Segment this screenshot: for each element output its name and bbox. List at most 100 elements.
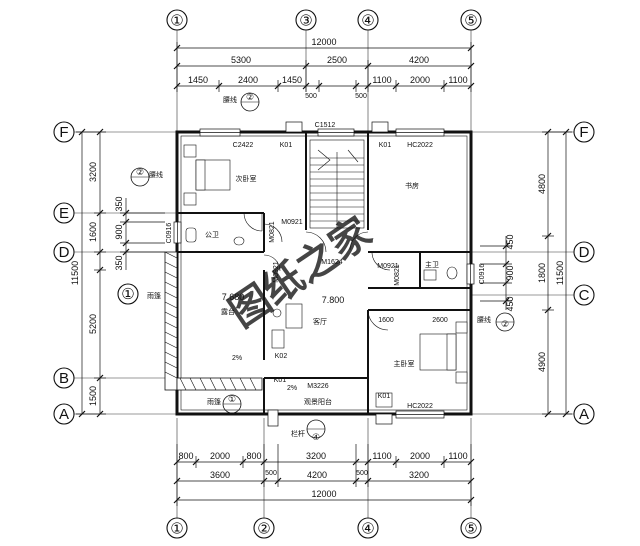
window-c0916: C0916 xyxy=(479,264,486,285)
detail-mark: ① xyxy=(228,394,236,404)
dim-bottom: 3200 xyxy=(306,451,326,461)
dim-top: 500 xyxy=(305,93,317,100)
plan-labels: C1512 C2422 HC2022 HC2022 K01 K01 K01 K0… xyxy=(147,95,491,438)
dim-left: 1600 xyxy=(88,222,98,242)
window-hc2022: HC2022 xyxy=(407,142,433,149)
door-m0921: M0921 xyxy=(377,263,399,270)
dim-left: 3200 xyxy=(88,162,98,182)
dim-bottom: 2000 xyxy=(210,451,230,461)
windows xyxy=(173,121,475,427)
dim-bottom: 2000 xyxy=(410,451,430,461)
top-dimensions: 12000 5300 2500 4200 1450 2400 1450 500 … xyxy=(173,37,475,100)
door-m1624: M1624 xyxy=(321,259,343,266)
axis-label: ③ xyxy=(299,13,312,30)
doors xyxy=(243,212,391,379)
room-master-bedroom: 主卧室 xyxy=(394,359,415,368)
furniture xyxy=(183,144,468,408)
axis-bubbles-bottom: ① ② ④ ⑤ xyxy=(166,517,482,539)
label-k02: K02 xyxy=(275,353,288,360)
detail-mark: ② xyxy=(246,92,254,102)
waistline-label: 腰线 xyxy=(223,95,237,104)
dim-bottom-total: 12000 xyxy=(311,489,336,499)
detail-mark: ② xyxy=(501,319,509,329)
room-study: 书房 xyxy=(405,181,419,190)
slope-mark: 2% xyxy=(232,355,242,362)
window-c2422: C2422 xyxy=(233,142,254,149)
axis-label: ① xyxy=(170,521,183,538)
room-balcony: 观景阳台 xyxy=(304,397,332,406)
railing-label: 栏杆 xyxy=(291,429,305,438)
axis-label: ④ xyxy=(361,521,374,538)
dim-top-total: 12000 xyxy=(311,37,336,47)
axis-label: F xyxy=(59,124,68,141)
left-canopy xyxy=(164,251,263,391)
dim-top: 2400 xyxy=(238,75,258,85)
dim-bottom: 500 xyxy=(265,470,277,477)
room-living: 客厅 xyxy=(313,317,327,326)
window-hc2022: HC2022 xyxy=(407,403,433,410)
axis-label: ⑤ xyxy=(464,13,477,30)
dim-bottom: 800 xyxy=(178,451,193,461)
dim-bottom: 1100 xyxy=(448,451,467,461)
dim-top: 1100 xyxy=(448,75,467,85)
door-m3226: M3226 xyxy=(307,383,329,390)
axis-label: ① xyxy=(121,286,134,303)
dim-left: 1500 xyxy=(88,386,98,406)
waistline-label: 腰线 xyxy=(149,170,163,179)
dim-top: 2500 xyxy=(327,55,347,65)
dim-right: 450 xyxy=(505,296,515,311)
dim-bottom: 500 xyxy=(356,470,368,477)
dim-left: 5200 xyxy=(88,314,98,334)
axis-bubbles-top: ① ③ ④ ⑤ xyxy=(166,9,482,31)
waistline-label: 腰线 xyxy=(477,315,491,324)
door-m0821: M0821 xyxy=(394,264,401,286)
room-master-bath: 主卫 xyxy=(425,260,439,269)
axis-label: B xyxy=(59,370,69,387)
level-mark: 7.680 xyxy=(222,292,245,302)
dim-top: 500 xyxy=(355,93,367,100)
canopy-label: 雨篷 xyxy=(207,397,221,406)
dim-right: 450 xyxy=(505,234,515,249)
canopy-label: 雨篷 xyxy=(147,291,161,300)
dim-bottom: 1100 xyxy=(372,451,391,461)
dim-bottom: 4200 xyxy=(307,470,327,480)
dim-bottom: 3200 xyxy=(409,470,429,480)
left-dimensions: 11500 3200 1600 5200 1500 350 900 350 xyxy=(70,128,165,418)
door-m0921: M0921 xyxy=(273,261,280,283)
room-names: 次卧室 书房 公卫 客厅 主卫 主卧室 露台 观景阳台 xyxy=(205,174,439,406)
axis-label: E xyxy=(59,205,69,222)
axis-label: ④ xyxy=(361,13,374,30)
room-public-bath: 公卫 xyxy=(205,231,219,239)
dim-left: 900 xyxy=(114,224,124,239)
dim-bottom: 3600 xyxy=(210,470,230,480)
label-k01: K01 xyxy=(378,393,391,400)
axis-label: ⑤ xyxy=(464,521,477,538)
dim-left-total: 11500 xyxy=(70,261,80,285)
axis-label: A xyxy=(579,406,589,423)
room-terrace: 露台 xyxy=(221,307,235,316)
dim-top: 2000 xyxy=(410,75,430,85)
detail-mark: ④ xyxy=(312,432,320,442)
dim-right: 4800 xyxy=(537,174,547,194)
dim-inner: 2600 xyxy=(432,317,448,324)
axis-label: ① xyxy=(170,13,183,30)
axis-bubbles-right: F D C A xyxy=(573,121,595,425)
detail-mark: ② xyxy=(136,167,144,177)
staircase xyxy=(309,139,365,229)
slope-mark: 2% xyxy=(287,385,297,392)
dim-top: 1450 xyxy=(282,75,302,85)
axis-label: ② xyxy=(257,521,270,538)
dim-top: 4200 xyxy=(409,55,429,65)
label-k01: K01 xyxy=(274,377,287,384)
dim-left: 350 xyxy=(114,196,124,211)
dim-bottom: 800 xyxy=(246,451,261,461)
room-second-bedroom: 次卧室 xyxy=(236,174,257,183)
axis-label: A xyxy=(59,406,69,423)
door-m0821: M0821 xyxy=(269,221,276,243)
dim-right: 1800 xyxy=(537,263,547,283)
window-c0916: C0916 xyxy=(166,223,173,244)
bottom-dimensions: 800 2000 800 3200 1100 2000 1100 3600 50… xyxy=(173,444,475,506)
dim-left: 350 xyxy=(114,255,124,270)
axis-label: F xyxy=(579,124,588,141)
